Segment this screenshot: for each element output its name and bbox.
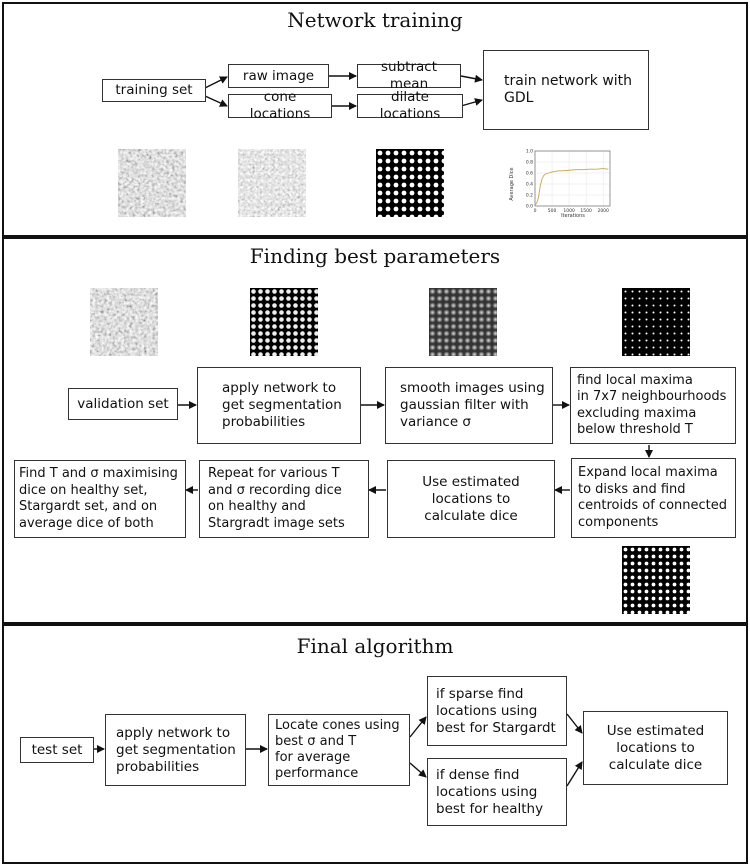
dilate-locations-box: dilate locations bbox=[357, 89, 463, 122]
train-network-box: train network with GDL bbox=[483, 50, 649, 130]
smooth-images-box: smooth images using gaussian filter with… bbox=[385, 367, 553, 444]
test-set-box: test set bbox=[20, 737, 94, 763]
x-tick-label: 0 bbox=[534, 208, 537, 214]
locate-cones-box: Locate cones using best σ and T for aver… bbox=[268, 714, 410, 786]
panel-title: Network training bbox=[287, 8, 463, 32]
segmentation-probabilities-thumbnail bbox=[250, 288, 318, 356]
arrow bbox=[566, 713, 583, 734]
validation-image-thumbnail bbox=[90, 288, 158, 356]
subtract-mean-box: subtract mean bbox=[357, 59, 461, 92]
training-set-box: training set bbox=[102, 79, 206, 102]
x-tick-label: 1500 bbox=[580, 208, 592, 214]
find-local-maxima-box: find local maxima in 7x7 neighbourhoods … bbox=[570, 367, 736, 444]
validation-set-box: validation set bbox=[68, 388, 178, 420]
y-tick-label: 0.0 bbox=[526, 204, 533, 210]
arrow bbox=[460, 98, 483, 107]
arrow bbox=[409, 762, 427, 778]
raw-image-thumbnail bbox=[118, 149, 186, 217]
repeat-parameters-box: Repeat for various T and σ recording dic… bbox=[199, 460, 369, 538]
panel-title: Final algorithm bbox=[296, 634, 454, 658]
expand-maxima-box: Expand local maxima to disks and find ce… bbox=[571, 458, 736, 538]
x-tick-label: 500 bbox=[548, 208, 557, 214]
final-apply-network-box: apply network to get segmentation probab… bbox=[105, 714, 246, 786]
mean-subtracted-thumbnail bbox=[238, 149, 306, 217]
centroid-disks-thumbnail bbox=[622, 546, 690, 614]
x-tick-label: 1000 bbox=[563, 208, 575, 214]
find-best-t-sigma-box: Find T and σ maximising dice on healthy … bbox=[14, 460, 186, 538]
series-line bbox=[534, 168, 609, 206]
training-dice-chart: Average Dice Iterations 0.0 0.2 0.4 0.6 0.8 1… bbox=[509, 149, 611, 219]
apply-network-box: apply network to get segmentation probab… bbox=[197, 367, 361, 444]
panel-title: Finding best parameters bbox=[249, 244, 501, 268]
arrow bbox=[460, 74, 483, 83]
arrow bbox=[566, 761, 583, 787]
arrow bbox=[204, 95, 228, 107]
y-axis-label: Average Dice bbox=[509, 167, 515, 200]
arrow bbox=[204, 76, 228, 89]
if-dense-box: if dense find locations using best for h… bbox=[427, 758, 567, 826]
y-tick-label: 0.4 bbox=[526, 182, 533, 188]
dilated-locations-thumbnail bbox=[376, 149, 444, 217]
final-use-estimated-box: Use estimated locations to calculate dic… bbox=[583, 711, 728, 785]
y-tick-label: 0.8 bbox=[526, 160, 533, 166]
x-axis-label: Iterations bbox=[561, 213, 585, 219]
y-tick-label: 0.6 bbox=[526, 171, 533, 177]
y-tick-label: 1.0 bbox=[526, 149, 533, 155]
y-tick-label: 0.2 bbox=[526, 193, 533, 199]
smoothed-image-thumbnail bbox=[429, 288, 497, 356]
raw-image-box: raw image bbox=[228, 64, 329, 88]
plot-frame bbox=[534, 150, 611, 207]
use-estimated-locations-box: Use estimated locations to calculate dic… bbox=[387, 460, 555, 538]
cone-locations-box: cone locations bbox=[228, 89, 332, 122]
if-sparse-box: if sparse find locations using best for … bbox=[427, 676, 567, 746]
x-tick-label: 2000 bbox=[597, 208, 609, 214]
local-maxima-thumbnail bbox=[622, 288, 690, 356]
arrow bbox=[409, 716, 427, 738]
